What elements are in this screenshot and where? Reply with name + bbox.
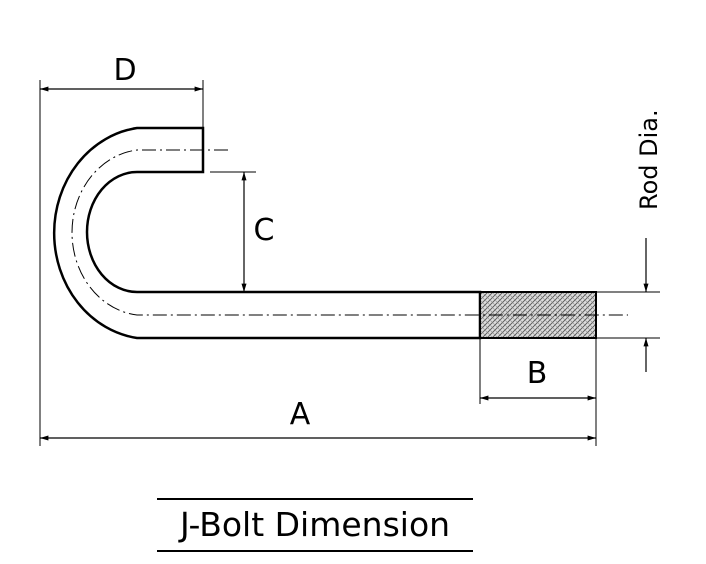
centerline bbox=[71, 149, 628, 316]
bolt-outline bbox=[52, 126, 482, 340]
label-rod-dia: Rod Dia. bbox=[635, 109, 663, 210]
diagram-title: J-Bolt Dimension bbox=[157, 498, 473, 552]
label-c: C bbox=[254, 213, 275, 248]
label-a: A bbox=[290, 397, 311, 432]
label-d: D bbox=[113, 53, 136, 88]
dimension-lines bbox=[40, 86, 649, 441]
extension-lines bbox=[39, 80, 660, 446]
label-b: B bbox=[527, 356, 548, 391]
